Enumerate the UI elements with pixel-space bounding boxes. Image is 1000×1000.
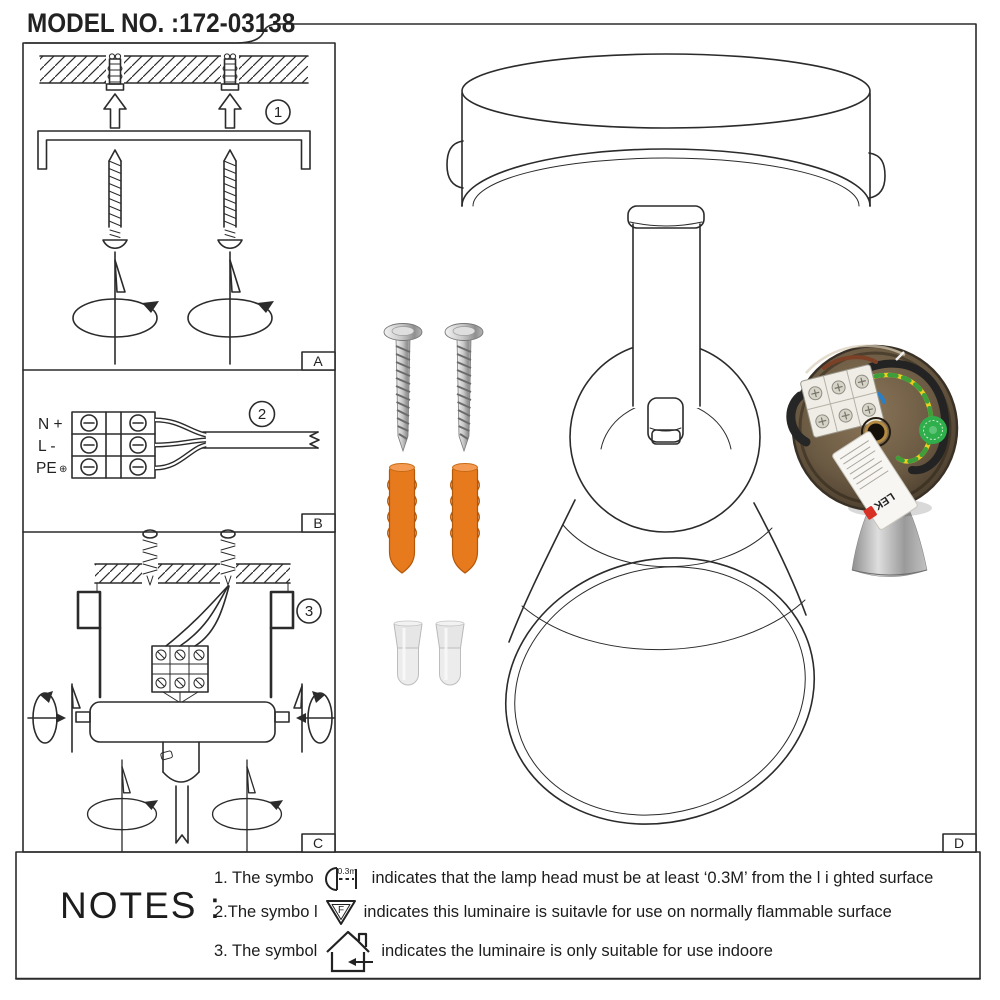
ceiling-canopy: [446, 53, 886, 207]
notes-title: NOTES :: [60, 885, 223, 926]
canopy-side-tab: [446, 140, 464, 189]
note-3-post: indicates the luminaire is only suitable…: [381, 941, 773, 960]
panel-a-label: A: [313, 353, 323, 369]
indoor-use-house-icon: [326, 930, 374, 973]
terminal-label-neutral: N +: [38, 416, 63, 433]
panel-corner-labels: A B C D: [301, 351, 977, 853]
note-1-pre: 1. The symbo: [214, 868, 314, 887]
canopy-plate: [75, 701, 290, 743]
mounting-bracket-profile: [37, 130, 311, 170]
lamp-base-photo: LEK: [786, 344, 959, 577]
mounting-screw-photo: [444, 322, 484, 452]
supply-wires: [154, 417, 207, 471]
screwdriver-rotation-icon: [211, 759, 284, 853]
panel-b-step2-drawing: 2 N + L - PE ⊕: [36, 400, 320, 479]
note-line-2: 2.The symbo l F indicates this luminaire…: [214, 897, 984, 927]
terminal-label-live: L -: [38, 438, 56, 455]
wall-plug-icon: [220, 52, 240, 92]
product-label: LEK: [832, 431, 918, 530]
brown-wire: [822, 355, 878, 370]
note-line-3: 3. The symbol indicates the luminaire is…: [214, 929, 984, 973]
orange-wall-plug: [450, 462, 480, 574]
insert-up-arrow-icon: [103, 93, 127, 129]
photo-terminal-block: [800, 364, 884, 438]
panel-c-step3-drawing: 3: [27, 529, 335, 853]
mounting-screw-photo: [383, 322, 423, 452]
notes-section: 1. The symbo 0.3m indicates that the lam…: [214, 863, 984, 973]
side-screw-rotation-left: [27, 683, 81, 753]
step-2-number: 2: [258, 406, 266, 423]
step-3-number: 3: [305, 603, 313, 620]
panel-a-step1-drawing: 1: [37, 52, 311, 365]
lamp-rim-outer: [504, 557, 816, 825]
steel-cone-base: [851, 503, 928, 577]
terminal-screws: [80, 414, 147, 476]
wires-to-terminal: [165, 585, 230, 647]
svg-text:F: F: [338, 905, 344, 916]
terminal-label-earth: PE: [36, 460, 57, 477]
orange-wall-plug: [387, 462, 417, 574]
stem-knuckle: [647, 397, 684, 443]
canopy-cross-section: [76, 590, 295, 699]
lamp-rim-inner: [514, 566, 806, 816]
panel-c-label: C: [313, 835, 323, 851]
green-sticker: [919, 416, 947, 444]
note-2-post: indicates this luminaire is suitavle for…: [363, 902, 892, 921]
screwdriver-rotation-icon: [72, 251, 160, 365]
zip-tie: [895, 351, 905, 361]
insert-up-arrow-icon: [218, 93, 242, 129]
step-1-number: 1: [274, 104, 282, 121]
page-frame: [15, 23, 981, 980]
distance-0-3m-icon: 0.3m: [324, 866, 357, 891]
panel-d-label: D: [954, 835, 964, 851]
note-line-1: 1. The symbo 0.3m indicates that the lam…: [214, 863, 984, 893]
flammable-surface-f-icon: F: [325, 900, 356, 925]
brand-logo-mark: [863, 506, 877, 520]
note-3-pre: 3. The symbol: [214, 941, 318, 960]
model-number-title: MODEL NO. :172-03138: [27, 8, 296, 38]
panel-b-label: B: [313, 515, 322, 531]
note-1-post: indicates that the lamp head must be at …: [371, 868, 934, 887]
svg-text:0.3m: 0.3m: [337, 866, 356, 876]
note-2-pre: 2.The symbo l: [214, 902, 318, 921]
hardware-kit: [383, 322, 484, 687]
lamp-stem-below-plate: [160, 741, 200, 844]
earth-symbol: ⊕: [59, 464, 67, 475]
lamp-stem: [627, 205, 705, 445]
wire-connector-cap: [392, 619, 424, 687]
screwdriver-rotation-icon: [187, 251, 275, 365]
fixture-drawing: [446, 53, 886, 825]
screwdriver-rotation-icon: [86, 759, 159, 853]
canopy-side-tab: [868, 152, 886, 199]
side-screw-rotation-right: [293, 683, 335, 753]
terminal-block-small: [151, 645, 209, 703]
screw-lineart-icon: [102, 149, 128, 250]
supply-cable: [202, 431, 320, 449]
screw-lineart-icon: [217, 149, 243, 250]
wall-plug-icon: [105, 52, 125, 92]
wire-connector-cap: [434, 619, 466, 687]
